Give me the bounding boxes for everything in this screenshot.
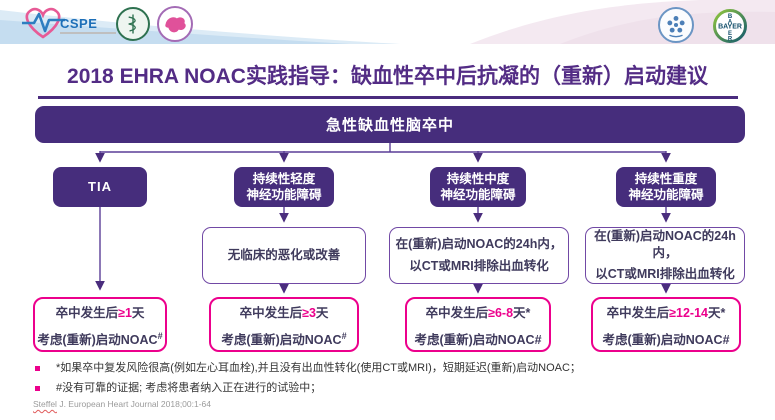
timing-line: 卒中发生后≥1天 [55,305,145,320]
condition-label: 持续性重度 [634,171,698,186]
timing-line: 卒中发生后≥3天 [239,305,329,320]
action-line: 考虑(重新)启动NOAC# [221,330,347,347]
svg-text:B: B [728,14,733,20]
caduceus-icon [128,14,136,34]
condition-box-moderate: 持续性中度 神经功能障碍 [430,167,526,207]
svg-text:A: A [728,20,733,26]
timing-line: 卒中发生后≥6-8天* [425,305,531,320]
bayer-word-horizontal: BAYER [718,24,742,31]
condition-label-line2: 神经功能障碍 [628,188,704,202]
criteria-text-line2: 以CT或MRI排除出血转化 [409,259,549,273]
criteria-text: 在(重新)启动NOAC的24h内， [594,228,736,260]
footnote-text: *如果卒中复发风险很高(例如左心耳血栓),并且没有出血性转化(使用CT或MRI)… [56,362,581,374]
action-line: 考虑(重新)启动NOAC# [414,332,542,347]
page-title: 2018 EHRA NOAC实践指导：缺血性卒中后抗凝的（重新）启动建议 [67,65,708,88]
recommendation-box-mild: 卒中发生后≥3天 考虑(重新)启动NOAC# [209,297,359,352]
criteria-box-severe: 在(重新)启动NOAC的24h内， 以CT或MRI排除出血转化 [585,227,745,284]
footnote-item: #没有可靠的证据; 考虑将患者纳入正在进行的试验中； [33,381,748,395]
recommendation-box-moderate: 卒中发生后≥6-8天* 考虑(重新)启动NOAC# [405,297,551,352]
timing-value: ≥6-8 [488,305,514,320]
criteria-box-mild: 无临床的恶化或改善 [202,227,366,284]
footnote-item: *如果卒中复发风险很高(例如左心耳血栓),并且没有出血性转化(使用CT或MRI)… [33,361,748,375]
society-emblem-logo [658,7,694,43]
title-divider [38,96,738,99]
bayer-cross-icon: BAYER B A E R [713,9,747,43]
condition-box-mild: 持续性轻度 神经功能障碍 [234,167,334,207]
recommendation-box-severe: 卒中发生后≥12-14天* 考虑(重新)启动NOAC# [591,297,741,352]
bullet-icon [35,386,40,391]
footnote-marker: # [722,332,730,347]
csa-emblem-logo [116,7,150,41]
criteria-text-line2: 以CT或MRI排除出血转化 [595,267,735,282]
bayer-cross-logo: BAYER B A E R [712,8,748,44]
china-map-emblem-logo [157,6,193,42]
condition-box-severe: 持续性重度 神经功能障碍 [616,167,716,207]
cspe-subtext-line [60,32,116,34]
footnote-text: #没有可靠的证据; 考虑将患者纳入正在进行的试验中； [56,382,322,394]
criteria-text: 在(重新)启动NOAC的24h内， [395,237,563,252]
timing-line: 卒中发生后≥12-14天* [606,305,726,320]
flow-root-box: 急性缺血性脑卒中 [35,106,745,143]
citation-author: Steffel [33,399,57,409]
footnote-marker: # [534,332,542,347]
condition-label-line2: 神经功能障碍 [246,188,322,202]
cspe-heart-icon [22,7,65,39]
bullet-icon [35,366,40,371]
condition-label: TIA [88,178,112,194]
condition-label: 持续性轻度 [252,171,316,186]
footnotes: *如果卒中复发风险很高(例如左心耳血栓),并且没有出血性转化(使用CT或MRI)… [33,361,748,401]
blossom-icon [667,16,685,38]
condition-box-tia: TIA [53,167,147,207]
footnote-marker: # [157,330,163,341]
timing-value: ≥3 [302,305,316,320]
action-line: 考虑(重新)启动NOAC# [37,330,163,347]
cspe-logo: CSPE [20,6,120,42]
recommendation-box-tia: 卒中发生后≥1天 考虑(重新)启动NOAC# [33,297,167,352]
criteria-box-moderate: 在(重新)启动NOAC的24h内， 以CT或MRI排除出血转化 [389,227,569,284]
condition-label: 持续性中度 [446,171,510,186]
timing-value: ≥12-14 [669,305,708,320]
condition-label-line2: 神经功能障碍 [440,188,516,202]
timing-value: ≥1 [118,305,132,320]
footnote-marker: # [341,330,347,341]
citation: Steffel J. European Heart Journal 2018;0… [33,399,211,409]
cspe-wordmark: CSPE [60,16,98,31]
banner: CSPE [0,0,775,44]
action-line: 考虑(重新)启动NOAC# [602,332,730,347]
svg-text:R: R [728,37,733,43]
china-map-icon [165,17,186,33]
svg-text:E: E [728,31,732,37]
criteria-text: 无临床的恶化或改善 [227,248,341,263]
citation-rest: J. European Heart Journal 2018;00:1-64 [59,399,212,409]
